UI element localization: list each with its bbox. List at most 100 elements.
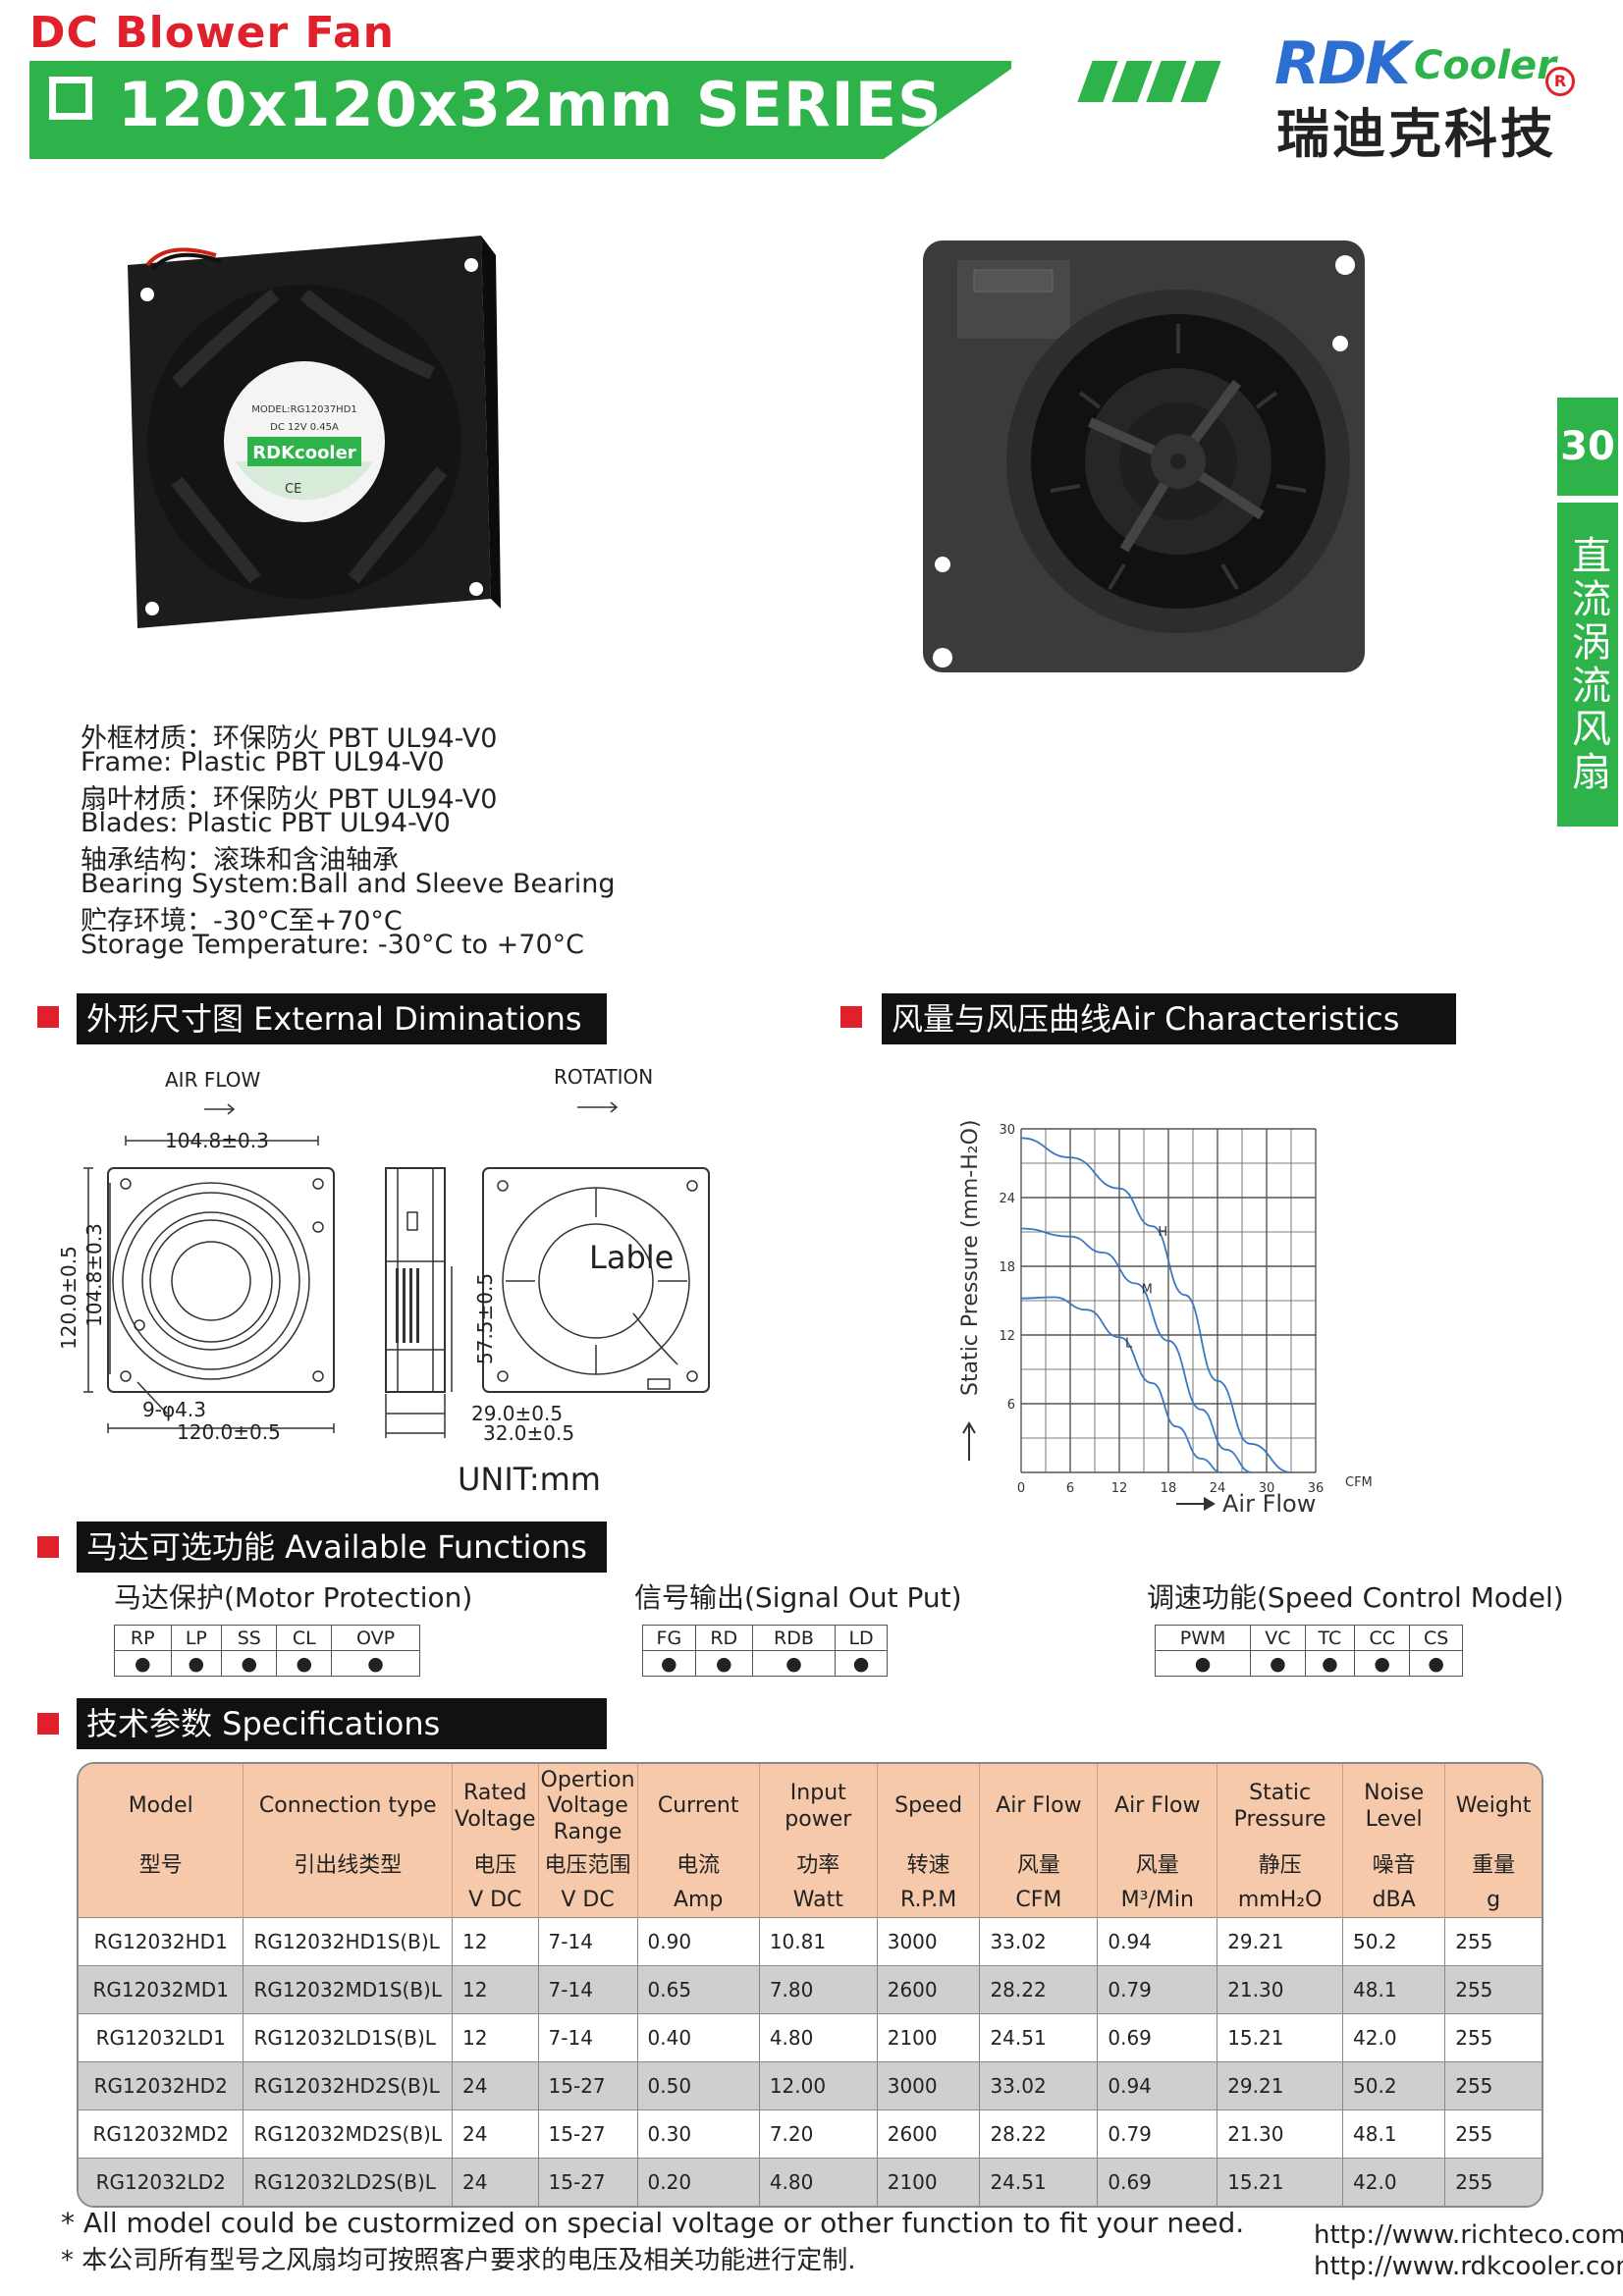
- table-cell: 33.02: [979, 2060, 1098, 2110]
- table-cell: 7.20: [758, 2109, 878, 2159]
- label-brand: RDKcooler: [252, 443, 356, 463]
- func-bullet: ●: [1354, 1650, 1411, 1677]
- section-marker-icon: [37, 1006, 59, 1028]
- table-cell: 48.1: [1342, 1964, 1445, 2014]
- table-cell: 0.20: [636, 2157, 760, 2206]
- spec-header-en: Speed: [876, 1764, 980, 1850]
- spec-header-cn: 电压范围: [537, 1849, 638, 1884]
- table-cell: RG12032HD1: [79, 1916, 243, 1966]
- chart-series-label: H: [1158, 1225, 1167, 1240]
- table-cell: 7-14: [537, 1964, 638, 2014]
- website-link-1[interactable]: http://www.richteco.com: [1314, 2220, 1623, 2250]
- section-air: 风量与风压曲线Air Characteristics: [882, 993, 1456, 1044]
- table-cell: 10.81: [758, 1916, 878, 1966]
- spec-header-en: Static Pressure: [1217, 1764, 1343, 1850]
- spec-header-en: Air Flow: [1097, 1764, 1217, 1850]
- spec-header-unit: R.P.M: [876, 1883, 980, 1918]
- chart-x-tick: 0: [1017, 1481, 1025, 1496]
- banner-stripe: [1111, 61, 1153, 102]
- chart-x-tick: 30: [1259, 1481, 1275, 1496]
- chart-series-H: [1020, 1137, 1292, 1473]
- table-cell: 7-14: [537, 1916, 638, 1966]
- func-option: FG: [642, 1625, 696, 1651]
- spec-header-en: Connection type: [243, 1764, 453, 1850]
- chart-y-label: Static Pressure (mm-H₂O): [958, 1120, 983, 1396]
- table-cell: 3000: [876, 2060, 980, 2110]
- func-bullet: ●: [1409, 1650, 1463, 1677]
- spec-header-cn: 噪音: [1342, 1849, 1445, 1884]
- dim-side-width-1: 29.0±0.5: [471, 1402, 564, 1425]
- spec-header-cn: 型号: [79, 1849, 243, 1884]
- table-cell: 50.2: [1342, 2060, 1445, 2110]
- func-option: OVP: [331, 1625, 420, 1651]
- func-bullet: ●: [1154, 1650, 1252, 1677]
- website-link-2[interactable]: http://www.rdkcooler.com: [1314, 2252, 1623, 2281]
- table-cell: 15.21: [1217, 2157, 1343, 2206]
- chart-x-tick: 36: [1308, 1481, 1325, 1496]
- spec-header-en: Weight: [1444, 1764, 1542, 1850]
- dim-left-inner: 104.8±0.3: [82, 1223, 106, 1327]
- chart-x-label: Air Flow: [1222, 1490, 1316, 1518]
- banner-stripe: [1146, 61, 1187, 102]
- table-cell: 12: [452, 2012, 539, 2062]
- func-bullet: ●: [276, 1650, 333, 1677]
- logo-cooler: Cooler: [1414, 43, 1556, 88]
- table-cell: RG12032LD2: [79, 2157, 243, 2206]
- dimension-drawing: [83, 1101, 710, 1438]
- label-model: MODEL:RG12037HD1: [251, 404, 357, 415]
- banner-square-icon: [49, 77, 92, 120]
- materials-list: 外框材质：环保防火 PBT UL94-V0 Frame: Plastic PBT…: [81, 717, 616, 960]
- category-title: DC Blower Fan: [29, 8, 395, 58]
- func-bullet: ●: [1304, 1650, 1356, 1677]
- table-cell: 2100: [876, 2157, 980, 2206]
- spec-header-cn: 电压: [452, 1849, 539, 1884]
- table-cell: RG12032LD2S(B)L: [243, 2157, 453, 2206]
- spec-header-en: Current: [636, 1764, 760, 1850]
- section-marker-icon: [840, 1006, 862, 1028]
- dim-bottom: 120.0±0.5: [177, 1420, 281, 1444]
- unit-label: UNIT:mm: [458, 1461, 601, 1498]
- spec-header-en: Rated Voltage: [452, 1764, 539, 1850]
- material-line: 贮存环境：-30°C至+70°C: [81, 906, 403, 936]
- table-cell: 42.0: [1342, 2012, 1445, 2062]
- table-cell: 2100: [876, 2012, 980, 2062]
- series-banner: [29, 61, 1011, 159]
- chart-x-tick: 6: [1066, 1481, 1074, 1496]
- section-dimensions: 外形尺寸图 External Diminations: [77, 993, 607, 1044]
- chart-y-tick: 18: [999, 1260, 1015, 1275]
- table-cell: 24: [452, 2109, 539, 2159]
- section-functions: 马达可选功能 Available Functions: [77, 1522, 607, 1573]
- table-cell: 255: [1444, 1916, 1542, 1966]
- func-bullet: ●: [221, 1650, 278, 1677]
- registered-icon: R: [1545, 67, 1575, 96]
- func-bullet: ●: [331, 1650, 420, 1677]
- func-option: VC: [1250, 1625, 1306, 1651]
- spec-header-unit: V DC: [537, 1883, 638, 1918]
- spec-header-unit: [79, 1883, 243, 1918]
- motor-protection-title: 马达保护(Motor Protection): [114, 1581, 473, 1614]
- func-option: TC: [1304, 1625, 1356, 1651]
- spec-header-unit: Watt: [758, 1883, 878, 1918]
- table-cell: RG12032HD2S(B)L: [243, 2060, 453, 2110]
- material-line: 扇叶材质：环保防火 PBT UL94-V0: [81, 784, 498, 815]
- spec-header-en: Opertion Voltage Range: [537, 1764, 638, 1850]
- spec-header-cn: 静压: [1217, 1849, 1343, 1884]
- table-cell: 15-27: [537, 2060, 638, 2110]
- table-cell: RG12032MD1S(B)L: [243, 1964, 453, 2014]
- table-cell: 255: [1444, 2109, 1542, 2159]
- spec-header-en: Model: [79, 1764, 243, 1850]
- table-cell: 0.90: [636, 1916, 760, 1966]
- table-cell: 2600: [876, 2109, 980, 2159]
- table-cell: 28.22: [979, 2109, 1098, 2159]
- company-name-cn: 瑞迪克科技: [1276, 103, 1556, 165]
- chart-x-unit: CFM: [1345, 1475, 1373, 1490]
- note-english: * All model could be custormized on spec…: [61, 2207, 1245, 2239]
- note-chinese: * 本公司所有型号之风扇均可按照客户要求的电压及相关功能进行定制.: [61, 2246, 856, 2275]
- table-cell: 255: [1444, 1964, 1542, 2014]
- spec-header-unit: g: [1444, 1883, 1542, 1918]
